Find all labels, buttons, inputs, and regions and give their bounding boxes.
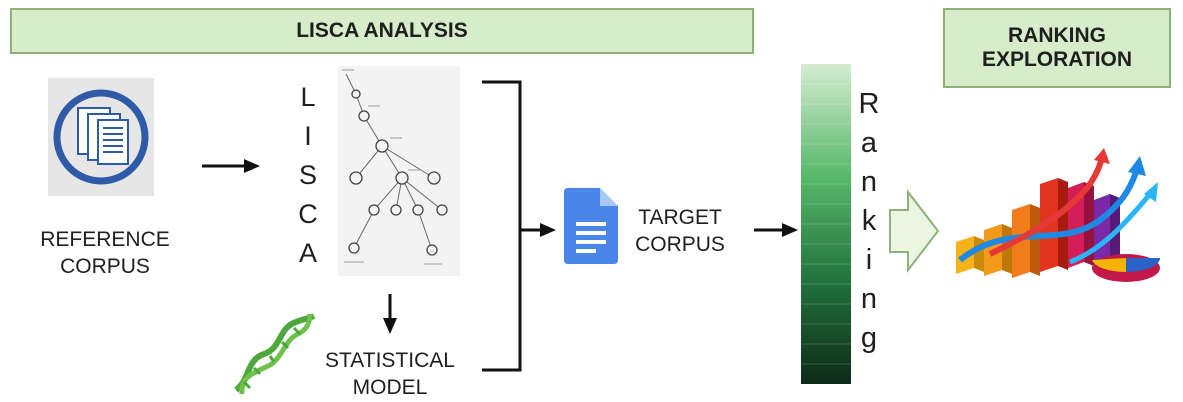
ranking-banner-line1: RANKING: [1008, 23, 1106, 47]
dependency-tree-icon: [338, 66, 460, 276]
reference-line1: REFERENCE: [40, 228, 170, 251]
lisca-letter: S: [298, 160, 317, 190]
ranking-letter: n: [860, 166, 878, 198]
arrow-target-to-ranking: [754, 223, 798, 237]
ranking-letter: a: [860, 127, 878, 159]
lisca-letter: C: [298, 199, 318, 229]
target-line2: CORPUS: [635, 233, 725, 257]
google-doc-icon: [564, 188, 618, 264]
arrow-down-to-model: [383, 294, 397, 334]
lisca-letter: A: [298, 238, 317, 268]
reference-line2: CORPUS: [60, 255, 150, 279]
lisca-analysis-banner: LISCA ANALYSIS: [10, 8, 754, 54]
target-line1: TARGET: [638, 206, 722, 229]
ranking-exploration-banner: RANKING EXPLORATION: [943, 8, 1171, 88]
dna-helix-icon: [233, 313, 316, 395]
ranking-letter: i: [865, 244, 873, 276]
statistical-model-label: STATISTICAL MODEL: [300, 347, 480, 402]
lisca-letter: I: [304, 121, 312, 151]
block-arrow-icon: [889, 189, 940, 273]
merge-bracket: [482, 80, 556, 372]
target-corpus-label: TARGET CORPUS: [618, 204, 742, 259]
reference-corpus-label: REFERENCE CORPUS: [20, 226, 190, 281]
arrow-reference-to-lisca: [202, 159, 260, 173]
3d-bar-chart-icon: [956, 148, 1160, 282]
lisca-letter: L: [300, 82, 316, 112]
ranking-letter: g: [860, 322, 878, 354]
lisca-analysis-title: LISCA ANALYSIS: [296, 18, 468, 42]
statistical-line2: MODEL: [352, 376, 428, 400]
ranking-banner-line2: EXPLORATION: [981, 48, 1133, 71]
ranking-gradient-bar: [801, 64, 851, 384]
statistical-line1: STATISTICAL: [325, 349, 455, 372]
ranking-letter: n: [860, 283, 878, 315]
document-stack-icon: [48, 78, 154, 196]
ranking-letter: k: [861, 205, 877, 237]
ranking-letter: R: [858, 88, 880, 120]
